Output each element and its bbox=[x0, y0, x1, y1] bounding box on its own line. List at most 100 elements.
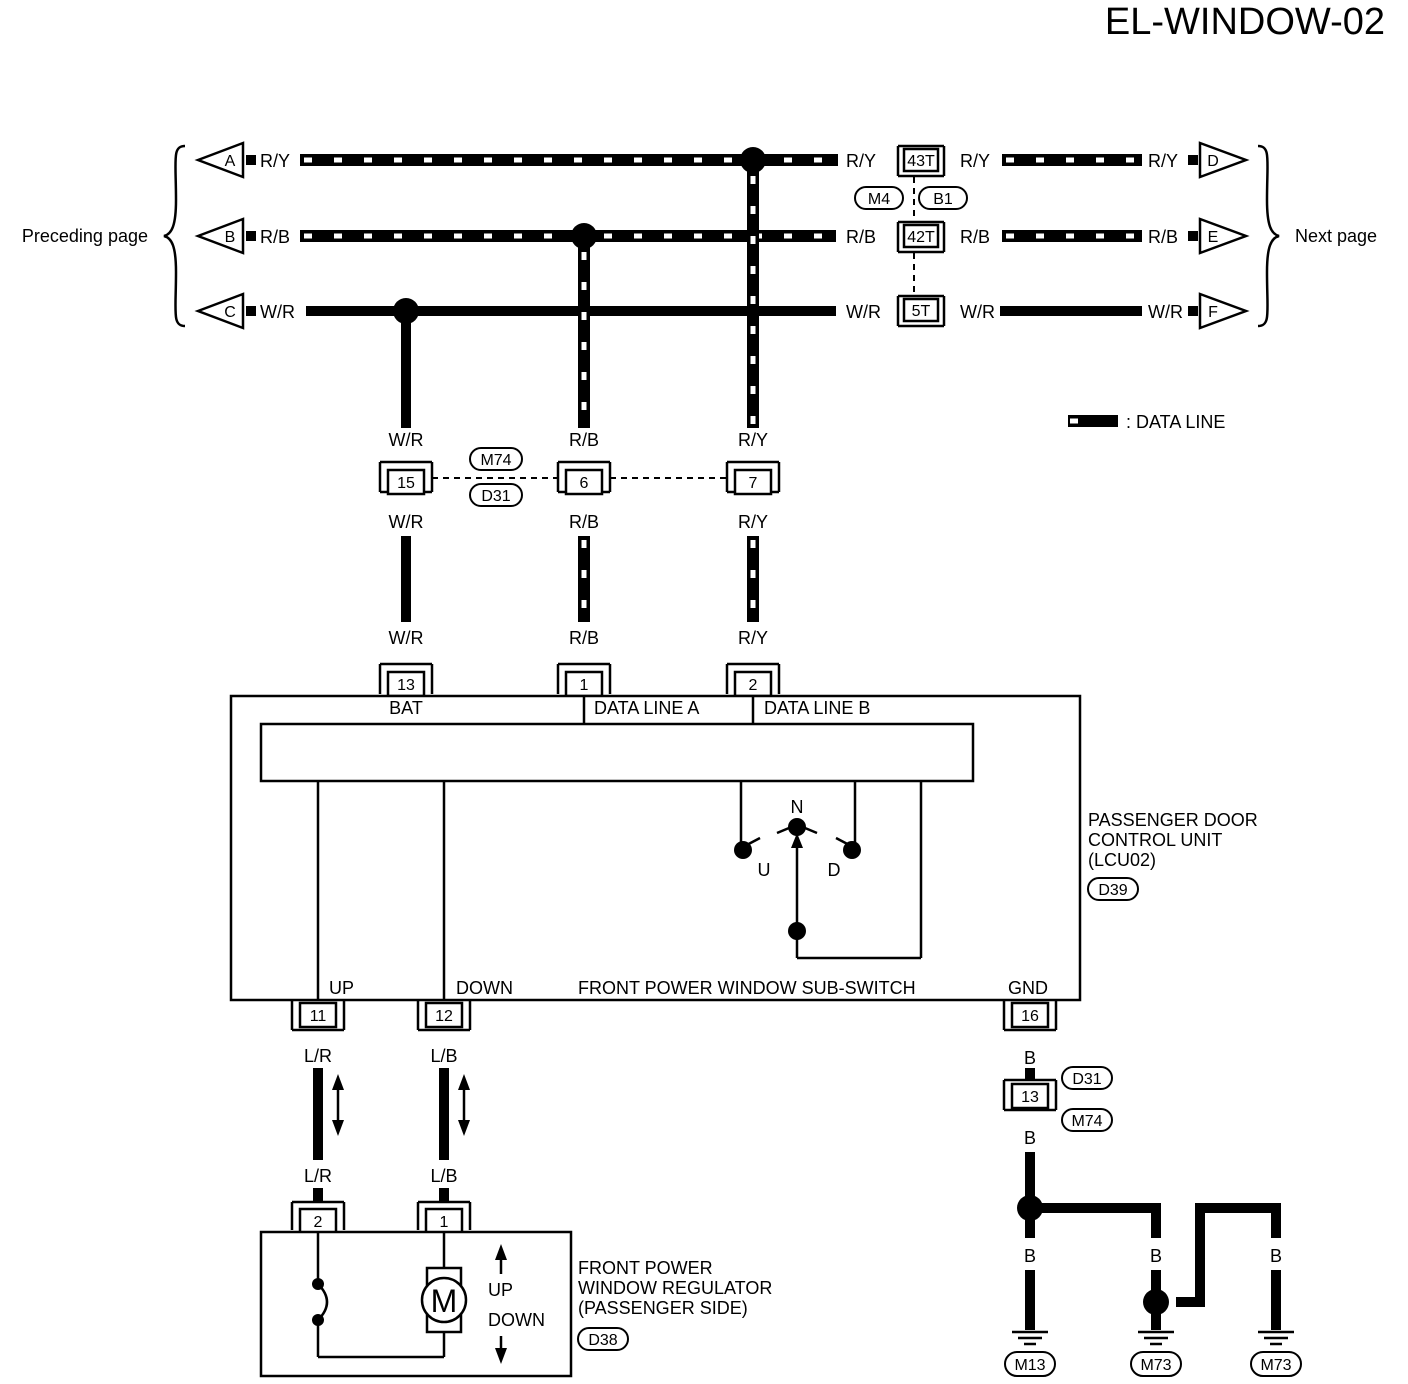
svg-text:M: M bbox=[431, 1283, 458, 1319]
connector-42t: 42T bbox=[896, 220, 946, 254]
svg-text:2: 2 bbox=[749, 677, 758, 694]
unit-logic-block bbox=[259, 722, 975, 783]
unit-data-line-b-label: DATA LINE B bbox=[764, 698, 870, 718]
pin-13: 13 bbox=[378, 662, 434, 698]
switch-n-label: N bbox=[791, 797, 804, 817]
unit-name-line3: (LCU02) bbox=[1088, 850, 1156, 870]
wire-label-wr-g: W/R bbox=[389, 628, 424, 648]
wire-label-rb-d: R/B bbox=[1148, 227, 1178, 247]
unit-name-line1: PASSENGER DOOR bbox=[1088, 810, 1258, 830]
ground-icon-m73-a bbox=[1138, 1330, 1174, 1346]
svg-text:16: 16 bbox=[1021, 1008, 1039, 1025]
ground-code-m13: M13 bbox=[1004, 1351, 1056, 1377]
svg-text:2: 2 bbox=[314, 1214, 323, 1231]
svg-text:43T: 43T bbox=[907, 153, 935, 170]
svg-text:13: 13 bbox=[1021, 1089, 1039, 1106]
switch-d-label: D bbox=[828, 860, 841, 880]
arrow-d-right[interactable]: D bbox=[1198, 141, 1250, 179]
wire-label-rb-g: R/B bbox=[569, 628, 599, 648]
unit-sub-switch-label: FRONT POWER WINDOW SUB-SWITCH bbox=[578, 978, 916, 998]
regulator-code-d38: D38 bbox=[577, 1327, 629, 1351]
wire-label-lr-b: L/R bbox=[304, 1166, 332, 1186]
motor-symbol: M bbox=[420, 1266, 468, 1334]
svg-text:1: 1 bbox=[580, 677, 589, 694]
ground-code-m73-b: M73 bbox=[1250, 1351, 1302, 1377]
svg-text:13: 13 bbox=[397, 677, 415, 694]
wire-label-wr-b: W/R bbox=[846, 302, 881, 322]
unit-up-label: UP bbox=[329, 978, 354, 998]
next-brace bbox=[1257, 144, 1280, 328]
arrow-a-left[interactable]: A bbox=[194, 141, 245, 179]
wire-label-rb-c: R/B bbox=[960, 227, 990, 247]
svg-text:M74: M74 bbox=[1071, 1113, 1102, 1130]
regulator-down-label: DOWN bbox=[488, 1310, 545, 1330]
connector-13-ground: 13 bbox=[1002, 1078, 1058, 1112]
wire-label-b-b: B bbox=[1024, 1128, 1036, 1148]
wire-label-lb-b: L/B bbox=[430, 1166, 457, 1186]
regulator-up-arrow bbox=[495, 1244, 507, 1274]
arrow-b-left[interactable]: B bbox=[194, 217, 245, 255]
unit-name-line2: CONTROL UNIT bbox=[1088, 830, 1222, 850]
regulator-name-line1: FRONT POWER bbox=[578, 1258, 713, 1278]
wire-label-b-a: B bbox=[1024, 1048, 1036, 1068]
regulator-pin-2: 2 bbox=[290, 1200, 346, 1235]
legend-label: : DATA LINE bbox=[1126, 412, 1225, 432]
wire-label-wr-c: W/R bbox=[960, 302, 995, 322]
switch-u-label: U bbox=[758, 860, 771, 880]
connector-code-d31-bottom: D31 bbox=[1061, 1066, 1113, 1090]
wire-label-ry-d: R/Y bbox=[1148, 151, 1178, 171]
svg-text:D31: D31 bbox=[1072, 1071, 1101, 1088]
pin-11: 11 bbox=[290, 1001, 346, 1032]
wire-label-b-c: B bbox=[1024, 1246, 1036, 1266]
wire-label-wr-e: W/R bbox=[389, 430, 424, 450]
ground-splice-2 bbox=[1143, 1289, 1169, 1315]
arrow-e-right[interactable]: E bbox=[1198, 217, 1250, 255]
wire-label-rb-f: R/B bbox=[569, 512, 599, 532]
wire-label-wr-a: W/R bbox=[260, 302, 295, 322]
regulator-name-line3: (PASSENGER SIDE) bbox=[578, 1298, 748, 1318]
svg-text:C: C bbox=[224, 304, 236, 321]
wire-label-lr-a: L/R bbox=[304, 1046, 332, 1066]
svg-text:12: 12 bbox=[435, 1008, 453, 1025]
updown-arrow-lb bbox=[458, 1074, 470, 1136]
connector-7: 7 bbox=[725, 460, 781, 496]
wire-label-rb-e: R/B bbox=[569, 430, 599, 450]
preceding-page-label[interactable]: Preceding page bbox=[22, 226, 148, 246]
wire-label-ry-f: R/Y bbox=[738, 512, 768, 532]
wire-label-wr-f: W/R bbox=[389, 512, 424, 532]
svg-text:D31: D31 bbox=[481, 488, 510, 505]
svg-text:1: 1 bbox=[440, 1214, 449, 1231]
wire-label-rb-b: R/B bbox=[846, 227, 876, 247]
svg-text:M74: M74 bbox=[480, 452, 511, 469]
page-title: EL-WINDOW-02 bbox=[1105, 1, 1385, 43]
svg-text:B: B bbox=[225, 229, 236, 246]
switch-contact-up bbox=[734, 841, 752, 859]
svg-text:D38: D38 bbox=[588, 1332, 617, 1349]
arrow-f-right[interactable]: F bbox=[1198, 292, 1250, 330]
svg-text:5T: 5T bbox=[912, 303, 931, 320]
svg-text:A: A bbox=[225, 153, 236, 170]
svg-text:D39: D39 bbox=[1098, 882, 1127, 899]
regulator-down-arrow bbox=[495, 1336, 507, 1364]
regulator-box bbox=[259, 1230, 573, 1378]
connector-43t: 43T bbox=[896, 144, 946, 178]
svg-text:M73: M73 bbox=[1260, 1357, 1291, 1374]
arrow-c-left[interactable]: C bbox=[194, 292, 245, 330]
connector-code-b1: B1 bbox=[918, 186, 968, 210]
wire-label-rb-a: R/B bbox=[260, 227, 290, 247]
svg-text:6: 6 bbox=[580, 475, 589, 492]
pin-12: 12 bbox=[416, 1001, 472, 1032]
wire-label-ry-b: R/Y bbox=[846, 151, 876, 171]
wire-label-ry-c: R/Y bbox=[960, 151, 990, 171]
svg-text:D: D bbox=[1207, 153, 1219, 170]
preceding-brace bbox=[163, 144, 186, 328]
connector-6: 6 bbox=[556, 460, 612, 496]
connector-5t: 5T bbox=[896, 294, 946, 328]
unit-data-line-a-label: DATA LINE A bbox=[594, 698, 699, 718]
ground-code-m73-a: M73 bbox=[1130, 1351, 1182, 1377]
regulator-pin-1: 1 bbox=[416, 1200, 472, 1235]
svg-text:F: F bbox=[1208, 304, 1218, 321]
next-page-label[interactable]: Next page bbox=[1295, 226, 1377, 246]
pin-16: 16 bbox=[1002, 1001, 1058, 1032]
connector-code-m74-top: M74 bbox=[469, 447, 523, 471]
